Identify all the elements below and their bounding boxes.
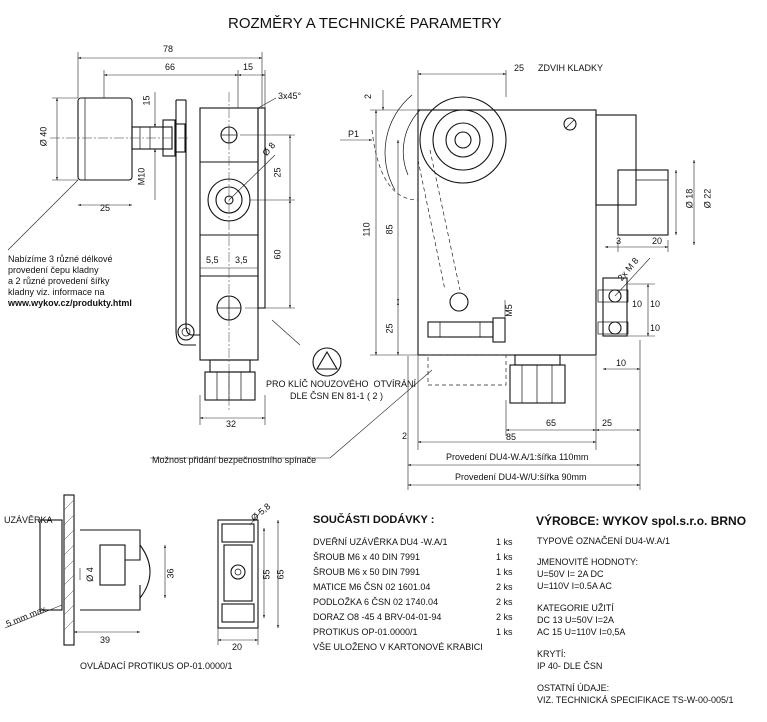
dim-32: 32 bbox=[226, 419, 237, 429]
dim-m10: M10 bbox=[136, 167, 147, 186]
dim-39: 39 bbox=[100, 635, 111, 645]
dim-78: 78 bbox=[163, 44, 174, 54]
parts-item-name: PODLOŽKA 6 ČSN 02 1740.04 bbox=[313, 597, 439, 607]
other-heading: OSTATNÍ ÚDAJE: bbox=[537, 683, 610, 693]
parts-item-qty: 1 ks bbox=[496, 627, 513, 637]
parts-item-name: DVEŘNÍ UZÁVĚRKA DU4 -W.A/1 bbox=[313, 537, 448, 547]
ratings-dc: U=50V I= 2A DC bbox=[537, 569, 604, 579]
note-kladka-line-1: Nabízíme 3 různé délkové bbox=[8, 254, 113, 264]
ratings-heading: JMENOVITÉ HODNOTY: bbox=[537, 557, 639, 567]
label-p1: P1 bbox=[348, 129, 360, 139]
label-provedeni-110: Provedení DU4-W.A/1:šířka 110mm bbox=[446, 452, 589, 462]
parts-item-name: MATICE M6 ČSN 02 1601.04 bbox=[313, 582, 431, 592]
dim-10-b: 10 bbox=[650, 299, 661, 309]
front-view bbox=[340, 70, 696, 490]
parts-item-name: DORAZ O8 -45 4 BRV-04-01-94 bbox=[313, 612, 442, 622]
category-ac15: AC 15 U=110V I=0,5A bbox=[537, 627, 626, 637]
note-spinac: Možnost přidání bezpečnostního spínače bbox=[152, 455, 317, 465]
note-kladka-line-2: provedení čepu kladny bbox=[8, 265, 99, 275]
dim-3: 3 bbox=[616, 236, 622, 246]
parts-item-qty: 2 ks bbox=[496, 597, 513, 607]
category-heading: KATEGORIE UŽITÍ bbox=[537, 603, 614, 613]
dim-d40: Ø 40 bbox=[38, 126, 49, 147]
label-provedeni-90: Provedení DU4-W/U:šířka 90mm bbox=[455, 472, 587, 482]
label-protikus: OVLÁDACÍ PROTIKUS OP-01.0000/1 bbox=[80, 661, 233, 671]
note-kladka-line-3: a 2 různé provedení šířky bbox=[8, 276, 110, 286]
parts-item-name: PROTIKUS OP-01.0000/1 bbox=[313, 627, 418, 637]
parts-item-qty: 1 ks bbox=[496, 537, 513, 547]
dim-d4: Ø 4 bbox=[84, 567, 95, 582]
dim-2-top: 2 bbox=[363, 93, 374, 100]
note-klic-line-2: DLE ČSN EN 81-1 ( 2 ) bbox=[290, 391, 384, 401]
category-dc13: DC 13 U=50V I=2A bbox=[537, 615, 615, 625]
dim-3-5: 3,5 bbox=[235, 255, 248, 265]
dim-60: 60 bbox=[272, 249, 283, 260]
dim-55: 55 bbox=[261, 569, 272, 580]
protikus-side-view bbox=[4, 494, 167, 646]
parts-item-qty: 1 ks bbox=[496, 552, 513, 562]
dim-36: 36 bbox=[165, 568, 176, 579]
dim-20-protikus: 20 bbox=[232, 642, 243, 652]
dim-m5: M5 bbox=[503, 304, 514, 317]
dim-15-left: 15 bbox=[141, 95, 152, 106]
manufacturer-name: VÝROBCE: WYKOV spol.s.r.o. BRNO bbox=[536, 514, 747, 528]
other-value: VIZ. TECHNICKÁ SPECIFIKACE TS-W-00-005/1 bbox=[537, 695, 734, 705]
protikus-front-view bbox=[217, 509, 280, 645]
protection-heading: KRYTÍ: bbox=[537, 649, 566, 659]
note-url: www.wykov.cz/produkty.html bbox=[8, 298, 132, 308]
protection-value: IP 40- DLE ČSN bbox=[537, 661, 603, 671]
parts-item-name: ŠROUB M6 x 40 DIN 7991 bbox=[313, 552, 421, 562]
dim-10-d: 10 bbox=[616, 358, 627, 368]
parts-item-qty: 2 ks bbox=[496, 582, 513, 592]
dim-85-horizontal: 85 bbox=[506, 432, 517, 442]
dim-25-zdvih: 25 bbox=[514, 63, 525, 73]
dim-3x45: 3x45° bbox=[278, 91, 302, 101]
dim-5-5: 5,5 bbox=[206, 255, 219, 265]
dim-20-right: 20 bbox=[652, 236, 663, 246]
dim-15-top: 15 bbox=[243, 62, 254, 72]
dim-25-bottom: 25 bbox=[384, 323, 395, 334]
dim-d18: Ø 18 bbox=[684, 188, 695, 209]
parts-item-qty: 1 ks bbox=[496, 567, 513, 577]
dim-10-c: 10 bbox=[650, 323, 661, 333]
page-title: ROZMĚRY A TECHNICKÉ PARAMETRY bbox=[228, 15, 502, 32]
dim-25-right: 25 bbox=[602, 418, 613, 428]
label-zdvih-kladky: ZDVIH KLADKY bbox=[538, 63, 604, 73]
note-klic-line-1: PRO KLÍČ NOUZOVÉHO OTVÍRÁNÍ bbox=[266, 379, 417, 389]
dim-25-screw: 25 bbox=[272, 167, 283, 178]
dim-10-a: 10 bbox=[632, 299, 643, 309]
dim-85-vertical: 85 bbox=[384, 224, 395, 235]
label-uzaverka: UZÁVĚRKA bbox=[4, 515, 53, 525]
parts-footer: VŠE ULOŽENO V KARTONOVÉ KRABICI bbox=[313, 642, 483, 652]
dim-2-bottom: 2 bbox=[402, 431, 408, 441]
dim-110: 110 bbox=[361, 222, 372, 237]
dim-25-roller: 25 bbox=[100, 203, 111, 213]
note-kladka-line-4: kladny viz. informace na bbox=[8, 287, 105, 297]
parts-item-qty: 2 ks bbox=[496, 612, 513, 622]
parts-item-name: ŠROUB M6 x 50 DIN 7991 bbox=[313, 567, 421, 577]
dim-d22: Ø 22 bbox=[702, 188, 713, 209]
dim-65-right: 65 bbox=[546, 418, 557, 428]
type-designation: TYPOVÉ OZNAČENÍ DU4-W.A/1 bbox=[537, 536, 671, 546]
dim-66: 66 bbox=[165, 62, 176, 72]
dim-65-protikus: 65 bbox=[275, 569, 286, 580]
parts-heading: SOUČÁSTI DODÁVKY : bbox=[313, 514, 435, 526]
side-view bbox=[7, 52, 433, 459]
ratings-ac: U=110V I=0.5A AC bbox=[537, 581, 612, 591]
